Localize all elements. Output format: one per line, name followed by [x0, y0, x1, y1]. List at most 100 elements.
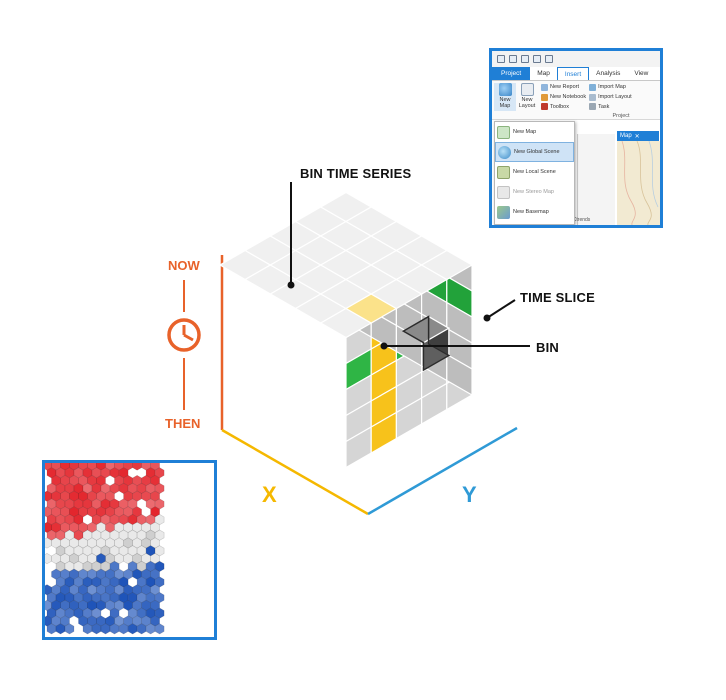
bin-time-series-callout-dot	[287, 281, 295, 289]
import-layout-icon	[589, 93, 597, 101]
ribbon-tabs: Project Map Insert Analysis View	[492, 67, 660, 81]
cube-cell	[420, 249, 474, 281]
tab-view[interactable]: View	[634, 70, 649, 77]
y-axis-label: Y	[462, 482, 477, 507]
blue-hexbin	[91, 623, 102, 635]
layout-icon	[520, 83, 534, 96]
redo-icon[interactable]	[545, 55, 553, 63]
cube-cell	[446, 353, 473, 397]
task-button[interactable]: Task	[589, 102, 632, 111]
import-map-label: Import Map	[598, 84, 626, 91]
new-layout-button[interactable]: New Layout	[516, 83, 538, 111]
save-icon[interactable]	[521, 55, 529, 63]
then-label: THEN	[165, 416, 201, 431]
new-report-label: New Report	[550, 84, 580, 91]
x-axis-label: X	[262, 482, 277, 507]
menu-item-new-basemap-label: New Basemap	[513, 209, 549, 215]
notebook-icon	[541, 93, 548, 101]
tab-map[interactable]: Map	[537, 70, 550, 77]
menu-item-new-basemap[interactable]: New Basemap	[495, 202, 574, 222]
trends-text: dCtrends	[570, 217, 591, 223]
contour-lines	[621, 140, 659, 225]
menu-item-new-local-scene[interactable]: New Local Scene	[495, 162, 574, 182]
blue-hexbin	[136, 623, 147, 635]
bin-outline	[401, 315, 451, 372]
tab-insert[interactable]: Insert	[556, 67, 590, 80]
import-map-button[interactable]: Import Map	[589, 83, 632, 92]
menu-item-new-map[interactable]: New Map	[495, 122, 574, 142]
blue-hexbin	[100, 623, 111, 635]
blue-hexbin	[118, 623, 129, 635]
quick-access-toolbar	[492, 51, 660, 67]
blue-hexbin	[46, 623, 57, 635]
toolbox-label: Toolbox	[550, 103, 569, 110]
map-view-tab[interactable]: Map ✕	[617, 131, 659, 141]
arcgis-insert-menu-screenshot: Project Map Insert Analysis View New Map…	[489, 48, 663, 228]
clock-icon	[167, 318, 201, 352]
blue-hexbin	[154, 623, 165, 635]
tab-project[interactable]: Project	[492, 67, 531, 80]
menu-item-new-local-scene-label: New Local Scene	[513, 169, 556, 175]
blue-hexbin	[127, 623, 138, 635]
ribbon-column-reports: New Report New Notebook Toolbox	[538, 83, 586, 111]
blue-hexbin	[64, 623, 75, 635]
map-icon	[497, 125, 510, 139]
menu-item-new-stereo-map[interactable]: New Stereo Map	[495, 182, 574, 202]
y-axis-line	[367, 426, 518, 516]
hexbin-map-inset	[42, 460, 217, 640]
time-slice-label: TIME SLICE	[520, 290, 595, 305]
blue-hexbin	[145, 623, 156, 635]
new-map-dropdown-menu: New Map New Global Scene New Local Scene…	[494, 121, 575, 225]
hexbin-map	[45, 463, 165, 635]
toolbox-icon	[541, 103, 548, 111]
undo-icon[interactable]	[533, 55, 541, 63]
menu-item-new-stereo-map-label: New Stereo Map	[513, 189, 554, 195]
stereo-map-icon	[497, 185, 510, 199]
new-report-button[interactable]: New Report	[541, 83, 586, 92]
now-label: NOW	[168, 258, 200, 273]
neutral-hexbin	[45, 553, 52, 565]
globe-map-icon	[498, 83, 512, 96]
new-map-button[interactable]: New Map	[494, 83, 516, 111]
local-scene-icon	[497, 165, 510, 179]
basemap-icon	[497, 205, 510, 219]
task-icon	[589, 103, 597, 111]
new-notebook-label: New Notebook	[550, 94, 587, 100]
new-layout-button-label: New Layout	[518, 97, 536, 109]
bin-callout-dot	[380, 342, 388, 350]
side-pane	[577, 134, 615, 225]
bin-label: BIN	[536, 340, 559, 355]
open-project-icon[interactable]	[509, 55, 517, 63]
insert-ribbon: New Map New Layout New Report New Notebo…	[492, 81, 660, 113]
import-map-icon	[589, 83, 597, 91]
toolbox-button[interactable]: Toolbox	[541, 102, 586, 111]
globe-icon	[498, 145, 511, 159]
x-axis-line	[221, 428, 369, 516]
ribbon-group-label: Project	[492, 113, 660, 120]
import-layout-button[interactable]: Import Layout	[589, 93, 632, 102]
close-icon[interactable]: ✕	[634, 133, 640, 140]
ribbon-column-import: Import Map Import Layout Task	[586, 83, 632, 111]
map-view[interactable]	[617, 140, 660, 225]
red-hexbin	[132, 463, 142, 471]
task-label: Task	[598, 103, 610, 110]
report-icon	[541, 83, 548, 91]
tab-analysis[interactable]: Analysis	[596, 70, 621, 77]
new-map-button-label: New Map	[499, 97, 511, 109]
blue-hexbin	[82, 623, 93, 635]
map-tab-label: Map	[620, 133, 632, 139]
space-time-cube	[218, 191, 474, 469]
new-project-icon[interactable]	[497, 55, 505, 63]
menu-item-new-map-label: New Map	[513, 129, 537, 135]
bin-time-series-label: BIN TIME SERIES	[300, 166, 412, 181]
blue-hexbin	[109, 623, 120, 635]
time-slice-callout-line	[486, 299, 516, 319]
blue-hexbin	[55, 623, 66, 635]
import-layout-label: Import Layout	[598, 94, 632, 100]
menu-item-new-global-scene-label: New Global Scene	[514, 149, 560, 155]
menu-item-new-global-scene[interactable]: New Global Scene	[495, 142, 574, 162]
new-notebook-button[interactable]: New Notebook	[541, 93, 586, 102]
axes	[183, 255, 518, 516]
time-slice-callout-dot	[483, 314, 491, 322]
